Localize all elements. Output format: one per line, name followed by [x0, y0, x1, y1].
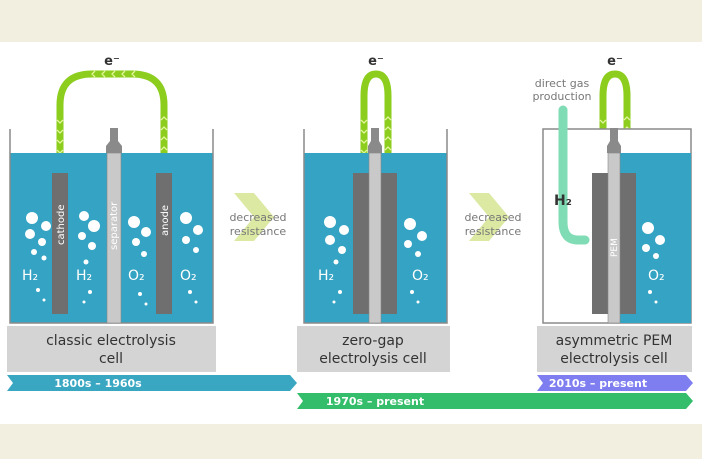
- era1-bar: [7, 375, 297, 391]
- classic-cell: e⁻ separator cathode anode H₂ H₂ O₂ O₂ c…: [7, 54, 216, 372]
- classic-label-line1: classic electrolysis: [46, 333, 176, 349]
- classic-cathode: [52, 173, 68, 314]
- era2-bar: [297, 393, 693, 409]
- pem-direct-line1: direct gas: [535, 77, 590, 90]
- pem-electron-wire: [599, 70, 631, 176]
- pem-cell: e⁻ direct gas production H₂ PEM O₂ asymm…: [532, 54, 692, 372]
- transition-2: decreased resistance: [464, 193, 522, 241]
- pem-cathode: [592, 173, 608, 314]
- classic-bubbles: [25, 211, 203, 306]
- transition-1-line1: decreased: [229, 211, 286, 224]
- pem-membrane-label: PEM: [610, 238, 620, 257]
- era2-label: 1970s – present: [326, 395, 424, 408]
- pem-anode: [620, 173, 636, 314]
- pem-gas-pipe: [558, 105, 590, 245]
- transition-2-line1: decreased: [464, 211, 521, 224]
- pem-label-line2: electrolysis cell: [560, 351, 668, 367]
- classic-separator-label: separator: [109, 201, 120, 250]
- classic-h2-left: H₂: [22, 268, 38, 284]
- pem-membrane-head: [607, 128, 621, 153]
- zero-gap-label-line1: zero-gap: [342, 333, 404, 349]
- pem-h2: H₂: [554, 193, 572, 209]
- zero-gap-cell: e⁻ H₂ O₂ zero-gap electrolysis cell: [297, 54, 450, 372]
- transition-1-chevron: [234, 193, 274, 241]
- pem-electron-label: e⁻: [607, 54, 623, 69]
- classic-cathode-label: cathode: [56, 204, 67, 245]
- zero-gap-separator-head: [368, 128, 382, 153]
- classic-wire-chevrons: [56, 70, 168, 164]
- pem-o2: O₂: [648, 268, 665, 284]
- transition-2-chevron: [469, 193, 509, 241]
- zero-gap-electron-wire: [360, 70, 392, 176]
- transition-2-line2: resistance: [465, 225, 522, 238]
- classic-electron-label: e⁻: [104, 54, 120, 69]
- zero-gap-h2: H₂: [318, 268, 334, 284]
- pem-label-line1: asymmetric PEM: [556, 333, 673, 349]
- zero-gap-label-line2: electrolysis cell: [319, 351, 427, 367]
- transition-1-line2: resistance: [230, 225, 287, 238]
- zero-gap-label-box: [297, 326, 450, 372]
- pem-label-box: [537, 326, 692, 372]
- zero-gap-wire-chevrons: [360, 116, 392, 154]
- classic-o2-right: O₂: [180, 268, 197, 284]
- classic-o2-left: O₂: [128, 268, 145, 284]
- zero-gap-o2: O₂: [412, 268, 429, 284]
- classic-anode: [156, 173, 172, 314]
- classic-anode-label: anode: [160, 205, 171, 236]
- classic-separator-head: [106, 128, 122, 153]
- zero-gap-anode: [381, 173, 397, 314]
- era3-label: 2010s – present: [549, 377, 647, 390]
- era1-label: 1800s – 1960s: [54, 377, 142, 390]
- timeline: 1800s – 1960s 2010s – present 1970s – pr…: [7, 375, 693, 409]
- zero-gap-electron-label: e⁻: [368, 54, 384, 69]
- pem-bubbles: [642, 222, 665, 304]
- zero-gap-separator: [368, 152, 382, 324]
- pem-membrane: [607, 152, 621, 324]
- zero-gap-bubbles: [324, 216, 427, 304]
- pem-direct-line2: production: [532, 90, 591, 103]
- transition-1: decreased resistance: [229, 193, 287, 241]
- zero-gap-cathode: [353, 173, 369, 314]
- era3-bar: [537, 375, 693, 391]
- classic-label-line2: cell: [99, 351, 123, 367]
- classic-h2-right: H₂: [76, 268, 92, 284]
- classic-label-box: [7, 326, 216, 372]
